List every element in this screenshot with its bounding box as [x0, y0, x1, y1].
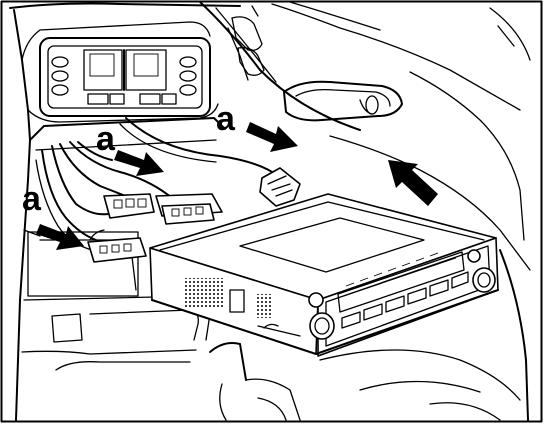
callout-label-left: a [22, 180, 42, 218]
arrow-left [36, 224, 84, 250]
car-radio-unit [149, 193, 499, 357]
iso-connector-left [87, 229, 147, 263]
arrow-upper-right [246, 122, 298, 152]
function-buttons [345, 252, 439, 287]
arrow-upper-left [114, 150, 164, 176]
antenna-connector [259, 167, 301, 207]
iso-connector-center [103, 193, 223, 225]
callout-label-upper-left: a [96, 120, 116, 158]
dashboard [9, 1, 531, 421]
tuning-knob [467, 249, 496, 293]
callout-label-upper-right: a [216, 100, 236, 138]
climate-panel [39, 37, 211, 117]
side-vent-grille [184, 278, 301, 337]
radio-display [337, 251, 465, 313]
radio-top-label [239, 217, 425, 273]
insertion-arrow [388, 160, 438, 206]
volume-knob [308, 292, 335, 340]
wiring-harness [35, 117, 301, 263]
glovebox-handle [283, 80, 403, 122]
preset-buttons [341, 271, 469, 329]
right-vent-trim [227, 1, 521, 111]
